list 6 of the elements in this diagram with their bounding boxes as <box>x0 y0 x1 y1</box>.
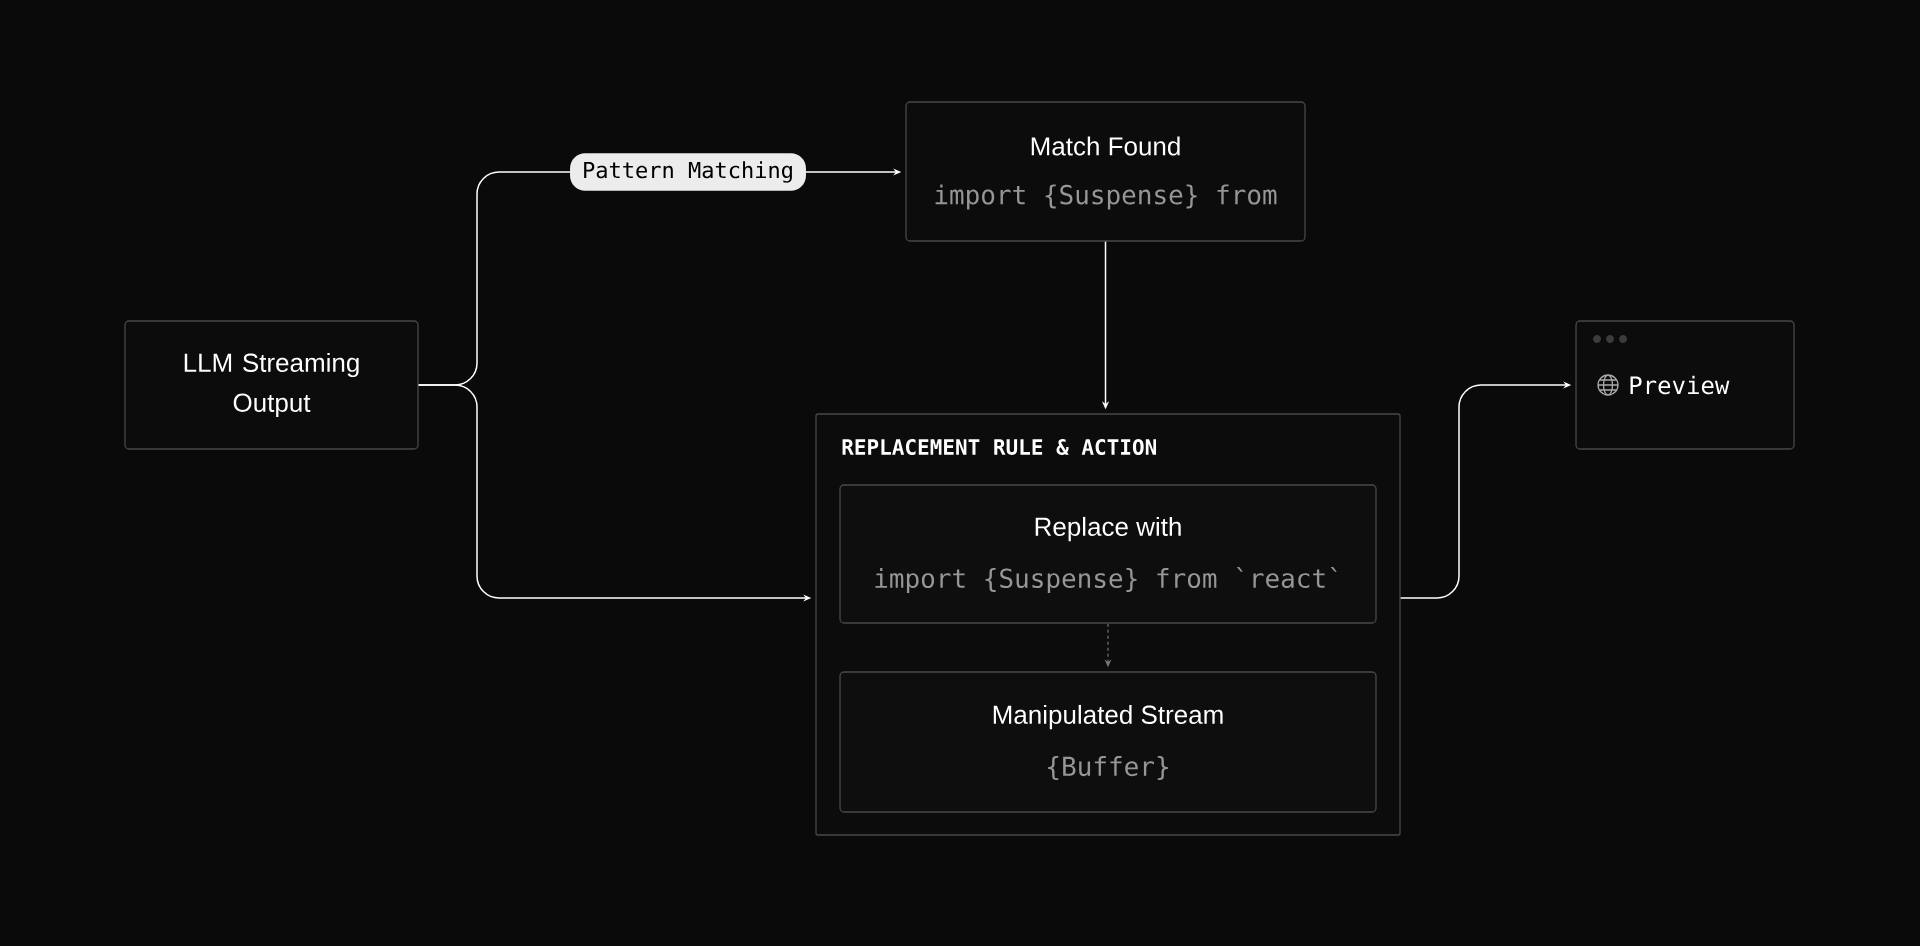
preview-window: Preview <box>1575 320 1795 450</box>
process-box: LLM Streaming Output <box>124 320 419 450</box>
process-box: Match Found import {Suspense} from <box>905 101 1306 242</box>
process-box: Replace with import {Suspense} from `react` <box>839 484 1377 624</box>
edge-label: Pattern Matching <box>570 153 806 191</box>
process-box: Manipulated Stream {Buffer} <box>839 671 1377 813</box>
